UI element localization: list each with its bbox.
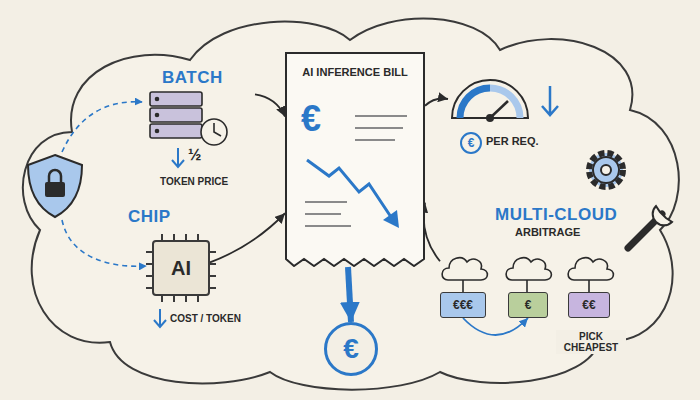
node-text: BATCH [162, 68, 223, 88]
down-arrow [542, 86, 558, 115]
node-text: PER REQ. [486, 135, 539, 147]
chip-group: CHIP COST / TOKEN AI [110, 205, 260, 333]
connector-arrow [424, 203, 440, 262]
connector-arrow [425, 99, 448, 106]
price-tag: € [508, 292, 548, 318]
shield-icon [28, 155, 82, 217]
dashed-link [62, 102, 142, 152]
chip-box: AI [152, 240, 210, 296]
node-text: COST / TOKEN [170, 313, 241, 324]
edge-label: PICK CHEAPEST [556, 330, 626, 354]
server-icon [150, 92, 227, 145]
node-text: AI [171, 257, 191, 280]
node-text: AI INFERENCE BILL [285, 66, 425, 78]
node-text: € [460, 132, 482, 154]
node-text: ½ [188, 146, 201, 164]
wrench-icon [628, 206, 672, 248]
bill-paper [285, 52, 425, 267]
down-arrow [172, 148, 184, 167]
connector-arrow [463, 318, 528, 335]
node-text: €€€ [453, 298, 473, 312]
euro-coin: € [324, 322, 378, 376]
connector-arrow [210, 213, 285, 262]
down-arrow [154, 309, 166, 327]
chip-pins [146, 234, 216, 302]
node-text: ARBITRAGE [515, 226, 580, 238]
node-text: € [525, 298, 532, 312]
price-tag: €€ [568, 292, 610, 318]
node-text: TOKEN PRICE [160, 176, 228, 187]
connector-arrow [255, 94, 285, 116]
gear-icon [589, 153, 623, 187]
connector-arrow [348, 267, 351, 322]
bill-document: AI INFERENCE BILL € [285, 52, 425, 267]
node-text: CHIP [128, 207, 171, 227]
node-text: €€ [582, 298, 595, 312]
small-clouds [442, 258, 613, 292]
multicloud-group: MULTI-CLOUDARBITRAGE€€€€€€ [440, 205, 640, 330]
node-text: MULTI-CLOUD [495, 205, 617, 225]
node-text: € [343, 333, 359, 365]
dashed-link [62, 220, 146, 266]
node-text: € [301, 98, 321, 140]
cloud-outline [23, 18, 679, 389]
price-tag: €€€ [440, 292, 486, 318]
gauge-group: € PER REQ. [448, 72, 558, 162]
batch-group: BATCH ½ TOKEN PRICE [140, 68, 255, 200]
gauge-icon [452, 80, 528, 122]
